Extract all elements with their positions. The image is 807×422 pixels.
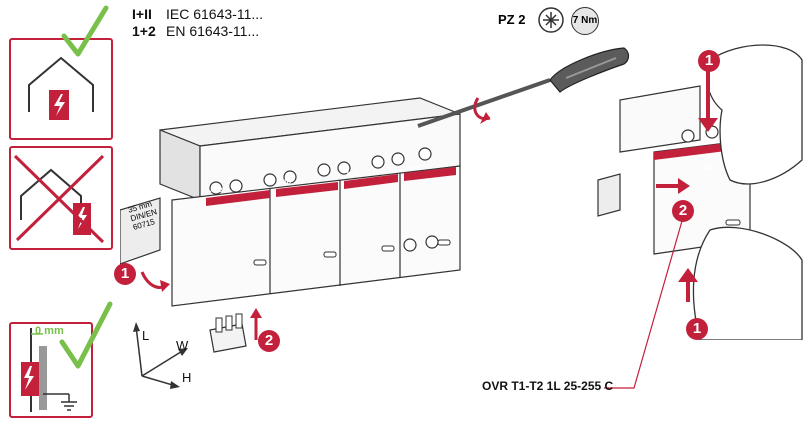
standard-row-iec: I+II IEC 61643-11... (132, 6, 263, 23)
step-badge: 1 (114, 263, 136, 285)
module-insertion-illustration (597, 44, 803, 340)
leader-line (604, 213, 685, 389)
torque-label: 7 Nm (572, 15, 598, 26)
brand-label: ABB (346, 172, 359, 178)
standard-norm: IEC 61643-11... (166, 6, 264, 22)
clearance-icon: 0 mm (9, 322, 93, 418)
rotate-arrow-icon (140, 271, 170, 292)
axis-label-h: H (182, 370, 192, 385)
standard-category: I+II (132, 6, 152, 22)
step-badge: 2 (258, 330, 280, 352)
indoor-installation-icon (9, 38, 113, 140)
step-badge: 1 (698, 50, 720, 72)
checkmark-icon (59, 301, 113, 369)
screwdriver-icon (417, 47, 630, 128)
pozidriv-icon (538, 7, 564, 33)
standard-norm: EN 61643-11... (166, 23, 260, 39)
standard-row-en: 1+2 EN 61643-11... (132, 23, 263, 40)
torque-icon: 7 Nm (571, 7, 599, 35)
checkmark-icon (61, 5, 109, 57)
step-badge: 2 (672, 200, 694, 222)
standard-category: 1+2 (132, 23, 156, 39)
outdoor-installation-icon (9, 146, 113, 250)
connector-icon (209, 308, 262, 353)
screwdriver-bit-label: PZ 2 (498, 12, 526, 27)
surge-protector-illustration (120, 97, 461, 307)
brand-label: ABB (278, 180, 291, 186)
product-label: OVR T1-T2 1L 25-255 C (482, 379, 614, 393)
brand-label: ABB (406, 166, 419, 172)
axis-label-l: L (142, 328, 150, 343)
brand-label: ABB (210, 188, 223, 194)
brand-label: ABB (702, 166, 715, 172)
clearance-label: 0 mm (35, 325, 64, 337)
standards-block: I+II IEC 61643-11... 1+2 EN 61643-11... (132, 6, 263, 40)
step-badge: 1 (686, 318, 708, 340)
axes-icon (133, 322, 188, 389)
axis-label-w: W (176, 338, 189, 353)
